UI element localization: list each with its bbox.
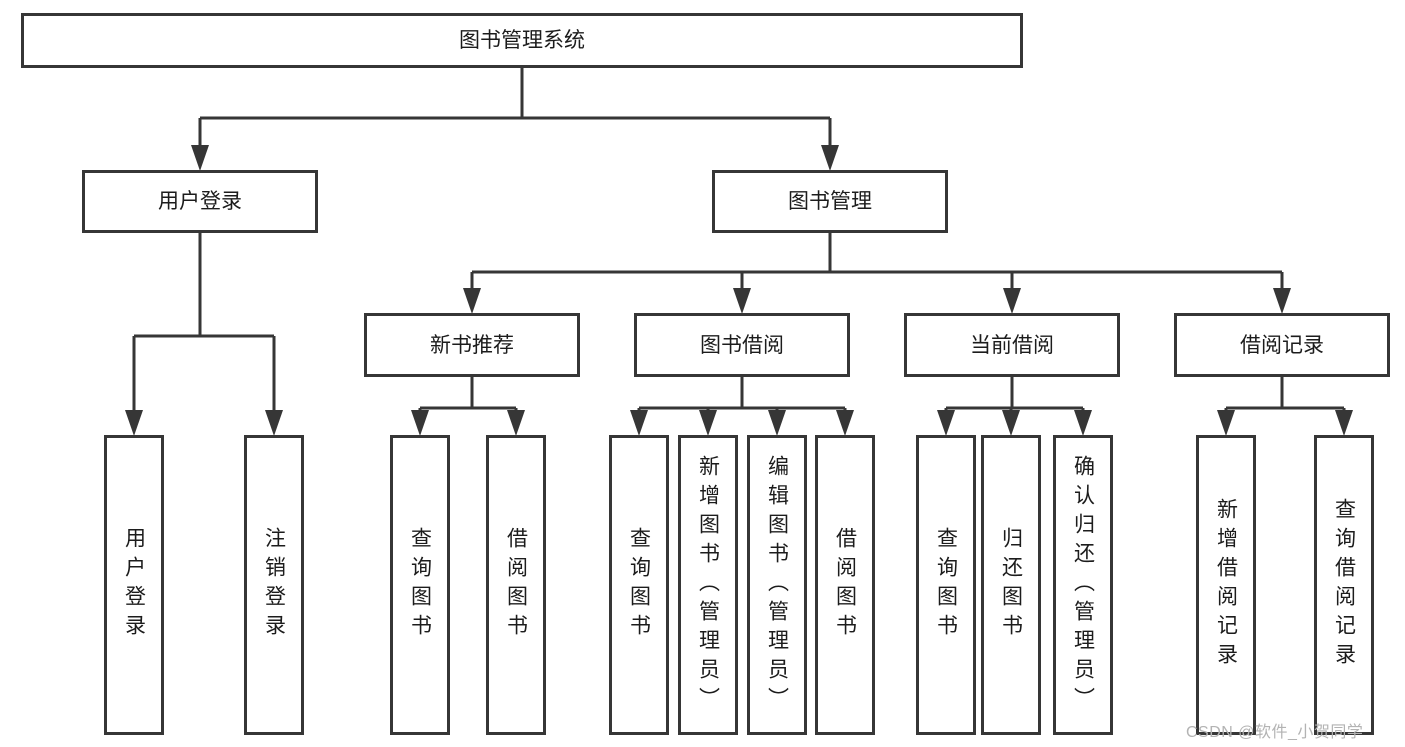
edge-book-borrow-children: [637, 377, 847, 412]
leaf-br-query-record-label: 查询借阅记录: [1332, 498, 1356, 672]
node-new-book-rec: 新书推荐: [364, 313, 580, 377]
arrowhead: [1273, 288, 1291, 314]
leaf-br-add-record: 新增借阅记录: [1196, 435, 1256, 735]
node-root-label: 图书管理系统: [459, 29, 585, 52]
watermark: CSDN @软件_小贺同学: [1186, 724, 1364, 741]
arrowhead: [836, 410, 854, 436]
node-current-borrow-label: 当前借阅: [970, 333, 1054, 357]
leaf-bb-query-book: 查询图书: [609, 435, 669, 735]
leaf-user-login-label: 用户登录: [122, 527, 146, 643]
arrowhead: [463, 288, 481, 314]
arrowhead: [1335, 410, 1353, 436]
leaf-bb-add-book-label: 新增图书（管理员）: [696, 454, 720, 716]
edge-user-login-children: [132, 233, 276, 411]
leaf-user-login: 用户登录: [104, 435, 164, 735]
leaf-bb-borrow-book: 借阅图书: [815, 435, 875, 735]
leaf-cb-return-book-label: 归还图书: [999, 527, 1023, 643]
arrowhead: [1074, 410, 1092, 436]
node-book-mgmt-label: 图书管理: [788, 190, 872, 213]
arrowhead: [699, 410, 717, 436]
arrowhead: [265, 410, 283, 436]
arrowhead: [1003, 288, 1021, 314]
node-book-borrow-label: 图书借阅: [700, 333, 784, 357]
node-root: 图书管理系统: [21, 13, 1023, 68]
leaf-rec-query-book: 查询图书: [390, 435, 450, 735]
arrowhead: [630, 410, 648, 436]
leaf-bb-edit-book-label: 编辑图书（管理员）: [765, 454, 789, 716]
leaf-bb-query-book-label: 查询图书: [627, 527, 651, 643]
leaf-bb-borrow-book-label: 借阅图书: [833, 527, 857, 643]
arrowhead: [507, 410, 525, 436]
edge-current-borrow-children: [944, 377, 1085, 412]
arrowhead: [191, 145, 209, 171]
leaf-cb-query-book-label: 查询图书: [934, 527, 958, 643]
edge-new-book-rec-children: [418, 377, 518, 412]
arrowhead: [411, 410, 429, 436]
node-borrow-records: 借阅记录: [1174, 313, 1390, 377]
leaf-cb-confirm-return: 确认归还（管理员）: [1053, 435, 1113, 735]
leaf-logout-label: 注销登录: [262, 527, 286, 643]
leaf-logout: 注销登录: [244, 435, 304, 735]
leaf-cb-confirm-return-label: 确认归还（管理员）: [1071, 454, 1095, 716]
leaf-br-query-record: 查询借阅记录: [1314, 435, 1374, 735]
edge-book-mgmt-children: [470, 233, 1284, 289]
leaf-br-add-record-label: 新增借阅记录: [1214, 498, 1238, 672]
arrowhead: [125, 410, 143, 436]
leaf-bb-edit-book: 编辑图书（管理员）: [747, 435, 807, 735]
node-new-book-rec-label: 新书推荐: [430, 333, 514, 357]
leaf-rec-borrow-book-label: 借阅图书: [504, 527, 528, 643]
arrowhead: [1002, 410, 1020, 436]
edge-borrow-records-children: [1224, 377, 1346, 412]
leaf-rec-query-book-label: 查询图书: [408, 527, 432, 643]
arrowhead: [821, 145, 839, 171]
leaf-bb-add-book: 新增图书（管理员）: [678, 435, 738, 735]
node-book-mgmt: 图书管理: [712, 170, 948, 233]
leaf-rec-borrow-book: 借阅图书: [486, 435, 546, 735]
arrowhead: [1217, 410, 1235, 436]
node-current-borrow: 当前借阅: [904, 313, 1120, 377]
leaf-cb-query-book: 查询图书: [916, 435, 976, 735]
node-borrow-records-label: 借阅记录: [1240, 333, 1324, 357]
arrowhead: [768, 410, 786, 436]
node-user-login-label: 用户登录: [158, 190, 242, 213]
edge-root-to-level2: [198, 68, 832, 146]
node-book-borrow: 图书借阅: [634, 313, 850, 377]
node-user-login: 用户登录: [82, 170, 318, 233]
leaf-cb-return-book: 归还图书: [981, 435, 1041, 735]
arrowhead: [733, 288, 751, 314]
arrowhead: [937, 410, 955, 436]
